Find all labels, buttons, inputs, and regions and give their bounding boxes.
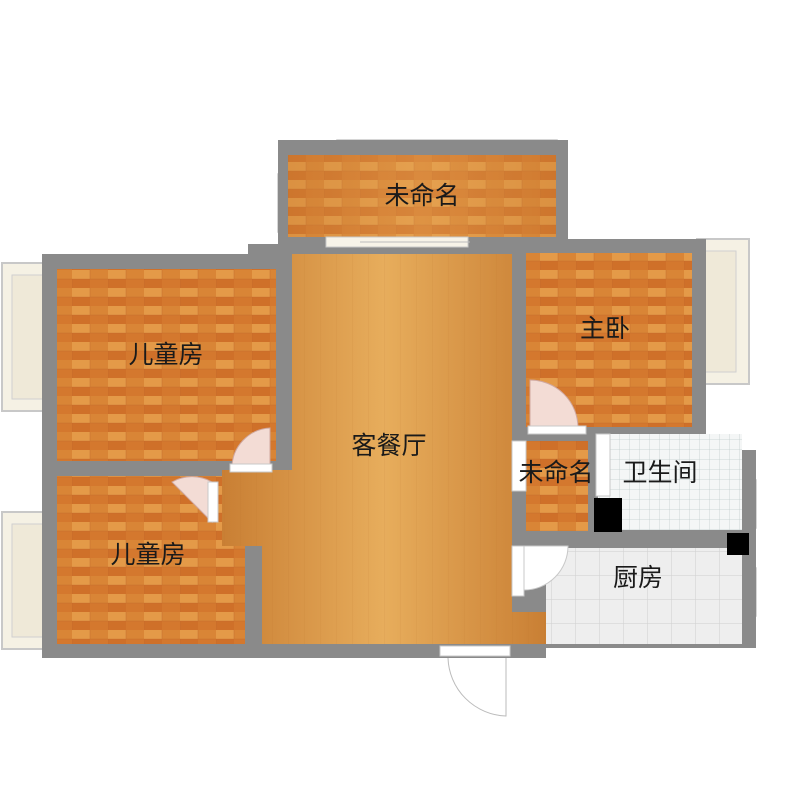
label-unnamed-top: 未命名 bbox=[384, 181, 459, 210]
label-master-bedroom: 主卧 bbox=[580, 314, 630, 343]
label-kitchen: 厨房 bbox=[613, 563, 663, 592]
label-kids-room-top: 儿童房 bbox=[128, 340, 203, 369]
label-living-dining: 客餐厅 bbox=[351, 431, 426, 460]
label-bathroom: 卫生间 bbox=[622, 458, 697, 487]
doors bbox=[171, 236, 611, 717]
door-kids-bottom bbox=[171, 476, 213, 524]
floor-kitchen bbox=[546, 548, 742, 644]
label-kids-room-bottom: 儿童房 bbox=[110, 540, 185, 569]
fixture-kitchen bbox=[727, 533, 749, 555]
floor-kids-top bbox=[57, 269, 276, 461]
room-labels: 未命名 儿童房 客餐厅 主卧 未命名 卫生间 儿童房 厨房 bbox=[110, 181, 697, 592]
label-unnamed-small: 未命名 bbox=[518, 458, 593, 487]
floor-unnamed-small bbox=[526, 441, 588, 531]
fixture-bath bbox=[594, 498, 622, 532]
fixtures bbox=[594, 498, 749, 555]
door-kitchen bbox=[523, 545, 569, 591]
door-entrance bbox=[439, 645, 511, 657]
